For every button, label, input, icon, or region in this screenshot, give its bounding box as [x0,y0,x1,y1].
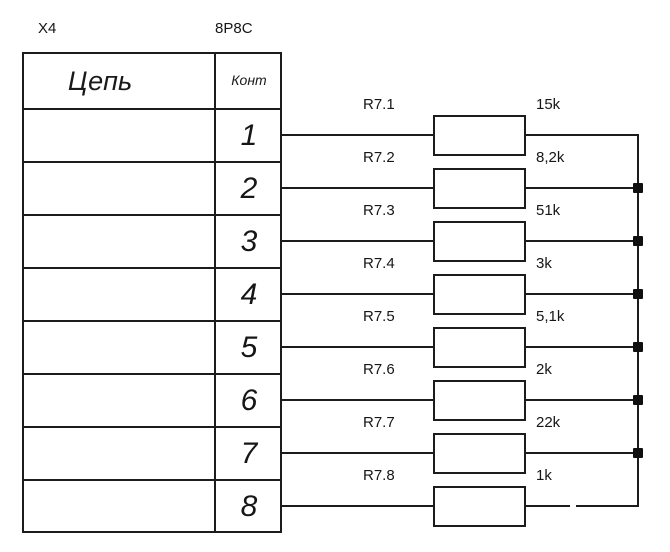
table-row-line [22,373,282,375]
pin-wire [281,187,433,189]
pin-number-5: 5 [240,330,258,364]
table-column-divider [214,52,216,533]
resistor-ref-label: R7.5 [363,308,395,325]
connector-type-label: 8P8C [215,20,253,37]
resistor-ref-label: R7.3 [363,202,395,219]
resistor-wire [526,505,570,507]
resistor-value-label: 8,2k [536,149,565,166]
pin-number-4: 4 [240,277,258,311]
table-row-line [22,108,282,110]
pin-wire [281,346,433,348]
resistor-ref-label: R7.6 [363,361,395,378]
pin-wire [281,293,433,295]
pin-number-2: 2 [240,171,258,205]
resistor-ref-label: R7.1 [363,96,395,113]
pin-number-7: 7 [240,436,258,470]
resistor-symbol [433,486,526,527]
pin-wire [281,505,433,507]
resistor-ref-label: R7.8 [363,467,395,484]
contact-column-header: Конт [231,72,267,88]
table-row-line [22,214,282,216]
table-row-line [22,479,282,481]
resistor-wire [526,399,638,401]
resistor-value-label: 3k [536,255,552,272]
resistor-wire [526,240,638,242]
junction-dot [633,342,643,352]
junction-dot [633,395,643,405]
circuit-column-header: Цепь [67,65,133,96]
resistor-value-label: 15k [536,96,561,113]
resistor-wire [526,346,638,348]
resistor-symbol [433,274,526,315]
resistor-value-label: 1k [536,467,552,484]
resistor-symbol [433,115,526,156]
pin-wire [281,399,433,401]
resistor-wire [526,293,638,295]
resistor-ref-label: R7.7 [363,414,395,431]
pin-wire [281,452,433,454]
resistor-symbol [433,221,526,262]
resistor-symbol [433,327,526,368]
pin-wire [281,134,433,136]
junction-dot [633,183,643,193]
pin-number-6: 6 [240,383,258,417]
bus-wire [637,134,639,507]
resistor-ref-label: R7.4 [363,255,395,272]
table-row-line [22,426,282,428]
resistor-symbol [433,433,526,474]
resistor-value-label: 51k [536,202,561,219]
connector-table-frame [22,52,282,533]
resistor-value-label: 2k [536,361,552,378]
pin-number-8: 8 [240,489,258,523]
pin-wire [281,240,433,242]
resistor-value-label: 5,1k [536,308,565,325]
resistor-wire [526,187,638,189]
resistor-wire [526,134,638,136]
table-row-line [22,320,282,322]
resistor-symbol [433,380,526,421]
resistor-ref-label: R7.2 [363,149,395,166]
junction-dot [633,236,643,246]
resistor-wire [576,505,639,507]
resistor-symbol [433,168,526,209]
connector-designator-label: X4 [38,20,57,37]
table-row-line [22,267,282,269]
resistor-value-label: 22k [536,414,561,431]
table-row-line [22,161,282,163]
pin-number-3: 3 [240,224,258,258]
junction-dot [633,289,643,299]
junction-dot [633,448,643,458]
resistor-wire [526,452,638,454]
pin-number-1: 1 [240,118,258,152]
